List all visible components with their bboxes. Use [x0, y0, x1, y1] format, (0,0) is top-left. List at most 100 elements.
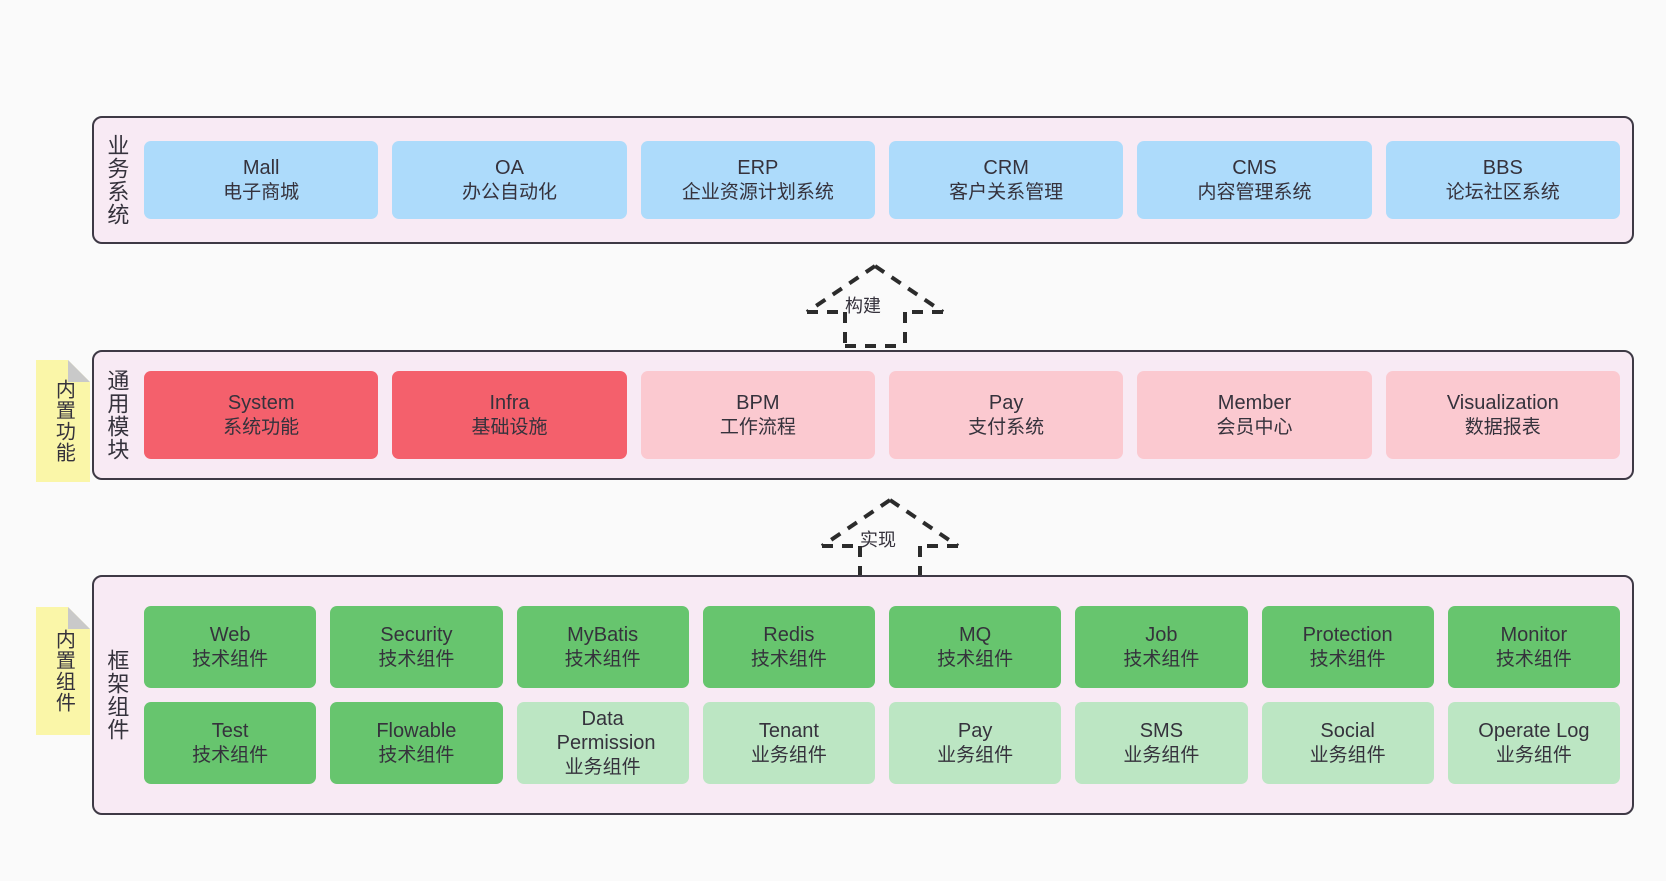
card-redis[interactable]: Redis 技术组件 — [702, 606, 875, 688]
fold-corner-icon — [68, 607, 90, 629]
card-subtitle: 技术组件 — [378, 648, 455, 670]
card-title: Flowable — [376, 720, 457, 743]
card-mall[interactable]: Mall 电子商城 — [144, 141, 379, 219]
layer-body-framework-components: Web 技术组件 Security 技术组件 MyBatis 技术组件 Redi… — [138, 577, 1632, 813]
card-subtitle: 业务组件 — [937, 744, 1014, 766]
card-subtitle: 技术组件 — [1309, 648, 1386, 670]
card-crm[interactable]: CRM 客户关系管理 — [888, 141, 1124, 219]
layer-common-modules: 通用模块 System 系统功能 Infra 基础设施 BPM 工作流程 Pay… — [92, 350, 1634, 480]
layer-framework-components: 框架组件 Web 技术组件 Security 技术组件 MyBatis 技术组件… — [92, 575, 1634, 815]
card-title: CMS — [1232, 157, 1277, 180]
card-title: ERP — [737, 157, 779, 180]
card-title: Tenant — [758, 720, 819, 743]
card-title: Member — [1217, 392, 1292, 415]
card-visualization[interactable]: Visualization 数据报表 — [1385, 371, 1620, 459]
card-subtitle: 系统功能 — [223, 416, 300, 438]
card-title: Data Permission — [556, 708, 656, 755]
card-title: Visualization — [1446, 392, 1559, 415]
card-title: Mall — [242, 157, 280, 180]
sticky-note-label: 内置组件 — [52, 629, 75, 713]
card-title: CRM — [983, 157, 1029, 180]
card-subtitle: 技术组件 — [937, 648, 1014, 670]
connector-implement-label: 实现 — [860, 530, 896, 550]
card-subtitle: 论坛社区系统 — [1445, 181, 1560, 203]
card-subtitle: 技术组件 — [750, 648, 827, 670]
card-subtitle: 业务组件 — [1495, 744, 1572, 766]
card-member[interactable]: Member 会员中心 — [1137, 371, 1372, 459]
card-title: OA — [495, 157, 524, 180]
card-subtitle: 工作流程 — [719, 416, 796, 438]
layer-business-systems: 业务系统 Mall 电子商城 OA 办公自动化 ERP 企业资源计划系统 CRM… — [92, 116, 1634, 244]
card-subtitle: 技术组件 — [192, 744, 269, 766]
card-title: Monitor — [1500, 624, 1568, 647]
card-title: BBS — [1482, 157, 1523, 180]
card-title: Redis — [763, 624, 815, 647]
card-subtitle: 支付系统 — [968, 416, 1045, 438]
card-title: Job — [1145, 624, 1178, 647]
card-bbs[interactable]: BBS 论坛社区系统 — [1385, 141, 1620, 219]
card-subtitle: 企业资源计划系统 — [681, 181, 834, 203]
card-infra[interactable]: Infra 基础设施 — [392, 371, 627, 459]
fold-corner-icon — [68, 360, 90, 382]
card-title: Test — [211, 720, 249, 743]
card-subtitle: 技术组件 — [378, 744, 455, 766]
card-security[interactable]: Security 技术组件 — [330, 606, 503, 688]
card-row-business: Test 技术组件 Flowable 技术组件 Data Permission … — [144, 702, 1620, 784]
layer-title-common-modules: 通用模块 — [104, 369, 130, 461]
card-test[interactable]: Test 技术组件 — [144, 702, 317, 784]
card-subtitle: 客户关系管理 — [949, 181, 1064, 203]
card-data-permission[interactable]: Data Permission 业务组件 — [516, 702, 689, 784]
card-subtitle: 内容管理系统 — [1197, 181, 1312, 203]
card-subtitle: 会员中心 — [1216, 416, 1293, 438]
card-pay[interactable]: Pay 支付系统 — [888, 371, 1124, 459]
card-title: Security — [380, 624, 453, 647]
card-cms[interactable]: CMS 内容管理系统 — [1137, 141, 1372, 219]
card-flowable[interactable]: Flowable 技术组件 — [330, 702, 503, 784]
card-subtitle: 业务组件 — [1309, 744, 1386, 766]
card-row-technical: Web 技术组件 Security 技术组件 MyBatis 技术组件 Redi… — [144, 606, 1620, 688]
card-bpm[interactable]: BPM 工作流程 — [640, 371, 875, 459]
card-title: SMS — [1139, 720, 1184, 743]
card-protection[interactable]: Protection 技术组件 — [1261, 606, 1434, 688]
card-subtitle: 技术组件 — [192, 648, 269, 670]
card-monitor[interactable]: Monitor 技术组件 — [1447, 606, 1620, 688]
card-erp[interactable]: ERP 企业资源计划系统 — [640, 141, 875, 219]
card-pay-business[interactable]: Pay 业务组件 — [889, 702, 1062, 784]
card-title: Pay — [957, 720, 993, 743]
card-subtitle: 技术组件 — [1123, 648, 1200, 670]
sticky-note-builtin-components: 内置组件 — [36, 607, 90, 735]
sticky-note-label: 内置功能 — [52, 379, 75, 463]
card-title: Web — [209, 624, 251, 647]
card-subtitle: 基础设施 — [471, 416, 548, 438]
card-web[interactable]: Web 技术组件 — [144, 606, 317, 688]
card-title: MQ — [959, 624, 992, 647]
card-title: Protection — [1302, 624, 1393, 647]
card-oa[interactable]: OA 办公自动化 — [392, 141, 627, 219]
card-subtitle: 电子商城 — [223, 181, 300, 203]
card-row: Mall 电子商城 OA 办公自动化 ERP 企业资源计划系统 CRM 客户关系… — [144, 141, 1620, 219]
card-row: System 系统功能 Infra 基础设施 BPM 工作流程 Pay 支付系统… — [144, 371, 1620, 459]
card-subtitle: 办公自动化 — [461, 181, 557, 203]
card-title: System — [227, 392, 295, 415]
card-title: BPM — [736, 392, 780, 415]
card-title: Social — [1320, 720, 1375, 743]
card-subtitle: 技术组件 — [564, 648, 641, 670]
card-tenant[interactable]: Tenant 业务组件 — [702, 702, 875, 784]
layer-body-business-systems: Mall 电子商城 OA 办公自动化 ERP 企业资源计划系统 CRM 客户关系… — [138, 118, 1632, 242]
card-subtitle: 技术组件 — [1495, 648, 1572, 670]
card-mybatis[interactable]: MyBatis 技术组件 — [516, 606, 689, 688]
card-job[interactable]: Job 技术组件 — [1075, 606, 1248, 688]
connector-build-label: 构建 — [845, 296, 881, 316]
card-operate-log[interactable]: Operate Log 业务组件 — [1447, 702, 1620, 784]
card-system[interactable]: System 系统功能 — [144, 371, 379, 459]
card-title: Pay — [988, 392, 1024, 415]
card-mq[interactable]: MQ 技术组件 — [889, 606, 1062, 688]
card-social[interactable]: Social 业务组件 — [1261, 702, 1434, 784]
card-title: Infra — [489, 392, 530, 415]
layer-title-framework-components: 框架组件 — [104, 649, 130, 741]
card-subtitle: 业务组件 — [564, 756, 641, 778]
sticky-note-builtin-features: 内置功能 — [36, 360, 90, 482]
card-sms[interactable]: SMS 业务组件 — [1075, 702, 1248, 784]
card-title: MyBatis — [567, 624, 639, 647]
